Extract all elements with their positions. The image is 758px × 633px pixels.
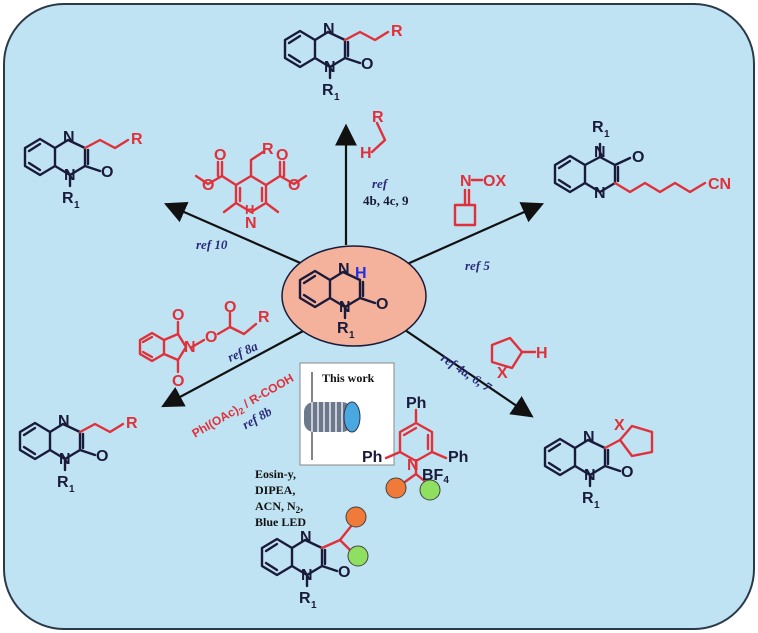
svg-text:OX: OX [483, 173, 506, 190]
svg-text:R: R [337, 320, 349, 337]
svg-text:O: O [288, 177, 300, 194]
svg-text:O: O [632, 149, 644, 166]
svg-text:H: H [355, 265, 367, 282]
reaction-arrows [161, 123, 545, 418]
product-bottom: N N O R 1 [260, 506, 369, 611]
svg-text:R: R [62, 190, 74, 207]
svg-text:N: N [184, 339, 196, 356]
svg-text:N: N [58, 413, 70, 430]
svg-text:Blue LED: Blue LED [255, 515, 306, 529]
svg-text:Ph: Ph [362, 449, 382, 466]
svg-text:R: R [131, 131, 143, 148]
svg-text:N: N [338, 261, 350, 278]
svg-text:R: R [592, 119, 604, 136]
svg-text:N: N [583, 429, 595, 446]
svg-text:N: N [594, 144, 606, 161]
svg-text:R: R [582, 490, 594, 507]
svg-text:N: N [300, 529, 312, 546]
svg-text:N: N [63, 129, 75, 146]
svg-text:O: O [202, 177, 214, 194]
svg-text:1: 1 [311, 600, 317, 611]
center-substrate: N N O H R 1 [281, 245, 427, 347]
product-top: N N O R R 1 [283, 21, 403, 103]
svg-text:X: X [497, 365, 508, 382]
orange-ball [385, 477, 407, 499]
reagent-nhpi: O O N O O R ref 8a [138, 299, 270, 390]
svg-text:1: 1 [349, 330, 355, 341]
svg-text:R: R [322, 82, 334, 99]
svg-text:R: R [126, 415, 138, 432]
product-bottom-left: N N O R R 1 [18, 413, 138, 495]
svg-text:ref 5: ref 5 [465, 258, 490, 273]
svg-text:O: O [205, 329, 217, 346]
svg-text:1: 1 [69, 484, 75, 495]
svg-text:N: N [301, 567, 313, 584]
svg-text:O: O [172, 307, 184, 324]
svg-text:This work: This work [322, 371, 375, 385]
svg-text:H: H [536, 345, 548, 362]
reagent-pyridinium: Ph Ph Ph N BF4 [362, 395, 468, 501]
svg-text:ref: ref [372, 176, 389, 191]
orange-ball [345, 506, 367, 528]
product-bottom-right: X N N O R 1 [543, 417, 654, 511]
svg-text:O: O [224, 299, 236, 316]
svg-text:O: O [276, 147, 288, 164]
svg-text:N: N [594, 185, 606, 202]
svg-text:O: O [172, 373, 184, 390]
svg-text:DIPEA,: DIPEA, [255, 483, 295, 497]
svg-text:R: R [299, 590, 311, 607]
svg-text:N: N [323, 21, 335, 38]
svg-text:O: O [214, 147, 226, 164]
svg-text:R: R [391, 23, 403, 40]
svg-text:N: N [64, 167, 76, 184]
reagent-hantzsch: R O O O O N H ref 10 [194, 141, 308, 252]
svg-text:R: R [372, 109, 384, 126]
svg-text:Ph: Ph [406, 395, 426, 412]
svg-text:N: N [324, 59, 336, 76]
svg-text:H: H [245, 202, 254, 217]
svg-text:N: N [407, 457, 419, 474]
svg-text:N: N [339, 299, 351, 316]
photoreactor-coil [304, 401, 361, 433]
svg-text:1: 1 [594, 500, 600, 511]
svg-text:1: 1 [604, 129, 610, 140]
svg-text:4b, 4c, 9: 4b, 4c, 9 [363, 193, 409, 208]
green-ball [347, 545, 369, 567]
svg-text:R: R [258, 309, 270, 326]
green-ball [419, 479, 441, 501]
svg-text:N: N [460, 173, 472, 190]
svg-text:ACN, N2,: ACN, N2, [255, 499, 303, 515]
svg-text:R: R [57, 474, 69, 491]
svg-text:R: R [262, 141, 274, 158]
svg-text:Ph: Ph [448, 449, 468, 466]
svg-text:O: O [361, 56, 373, 73]
svg-text:N: N [584, 467, 596, 484]
svg-text:O: O [621, 464, 633, 481]
product-right: N N O CN R 1 [553, 119, 731, 202]
svg-text:BF4: BF4 [422, 467, 449, 486]
svg-text:X: X [614, 417, 625, 434]
svg-text:N: N [245, 215, 257, 232]
svg-text:Eosin-y,: Eosin-y, [255, 467, 296, 481]
svg-text:O: O [338, 564, 350, 581]
this-work-panel: This work Eosin-y, DIPEA, ACN, N2, Blue … [255, 362, 395, 529]
svg-text:O: O [376, 296, 388, 313]
svg-text:1: 1 [334, 92, 340, 103]
svg-text:1: 1 [74, 200, 80, 211]
svg-text:CN: CN [708, 176, 731, 193]
svg-text:O: O [96, 448, 108, 465]
svg-text:O: O [101, 164, 113, 181]
svg-text:H: H [360, 145, 372, 162]
reagent-oxime: N OX ref 5 [453, 173, 506, 273]
reagent-top: R H ref 4b, 4c, 9 [360, 109, 409, 208]
svg-text:N: N [59, 451, 71, 468]
product-left: N N O R R 1 [23, 129, 143, 211]
svg-text:ref 10: ref 10 [196, 237, 228, 252]
